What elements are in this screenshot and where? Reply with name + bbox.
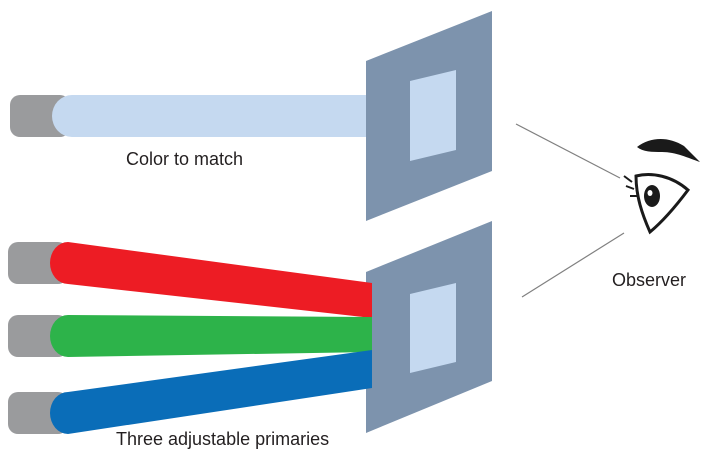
primaries-label: Three adjustable primaries (116, 429, 330, 449)
target-beam (52, 95, 372, 137)
top-screen-patch (410, 70, 456, 161)
sight-lines (515, 123, 625, 298)
bottom-screen-patch (410, 283, 456, 373)
observer-label: Observer (612, 270, 687, 290)
target-projector (10, 95, 372, 137)
eye-icon (623, 138, 700, 235)
sight-line-top (515, 123, 621, 179)
blue-beam (50, 350, 372, 434)
primary-beams (50, 242, 372, 434)
top-screen (366, 11, 492, 221)
sight-line-bottom (521, 232, 625, 298)
red-beam (50, 242, 372, 318)
color-to-match-label: Color to match (126, 149, 244, 169)
green-beam (50, 315, 372, 357)
